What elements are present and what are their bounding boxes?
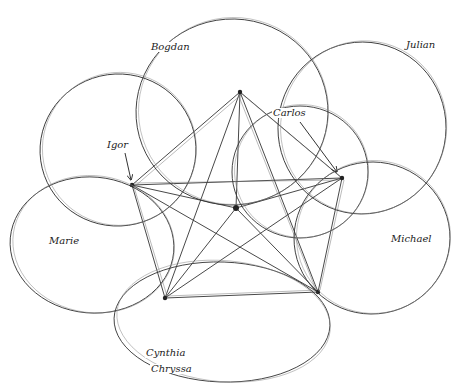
- name-circle: Igor: [38, 72, 198, 228]
- person-name: Marie: [48, 236, 80, 246]
- circle-outline: [8, 175, 176, 315]
- person-name: Igor: [106, 140, 129, 150]
- name-circle: Marie: [8, 175, 176, 315]
- graph-vertices: [130, 90, 344, 300]
- person-name: Michael: [390, 234, 433, 244]
- name-circle: Michael: [292, 160, 452, 316]
- circle-outline: [276, 40, 448, 216]
- name-circle: CynthiaChryssa: [112, 260, 332, 384]
- person-name: Chryssa: [150, 364, 193, 374]
- circle-outline: [230, 104, 370, 240]
- person-name: Bogdan: [150, 42, 191, 52]
- circle-outline: [112, 260, 332, 384]
- person-name: Julian: [405, 40, 436, 50]
- name-circle: Carlos: [230, 104, 370, 240]
- circle-outline: [38, 72, 198, 228]
- person-name: Carlos: [272, 108, 307, 118]
- person-name: Cynthia: [145, 348, 186, 358]
- name-circle: Julian: [276, 40, 448, 216]
